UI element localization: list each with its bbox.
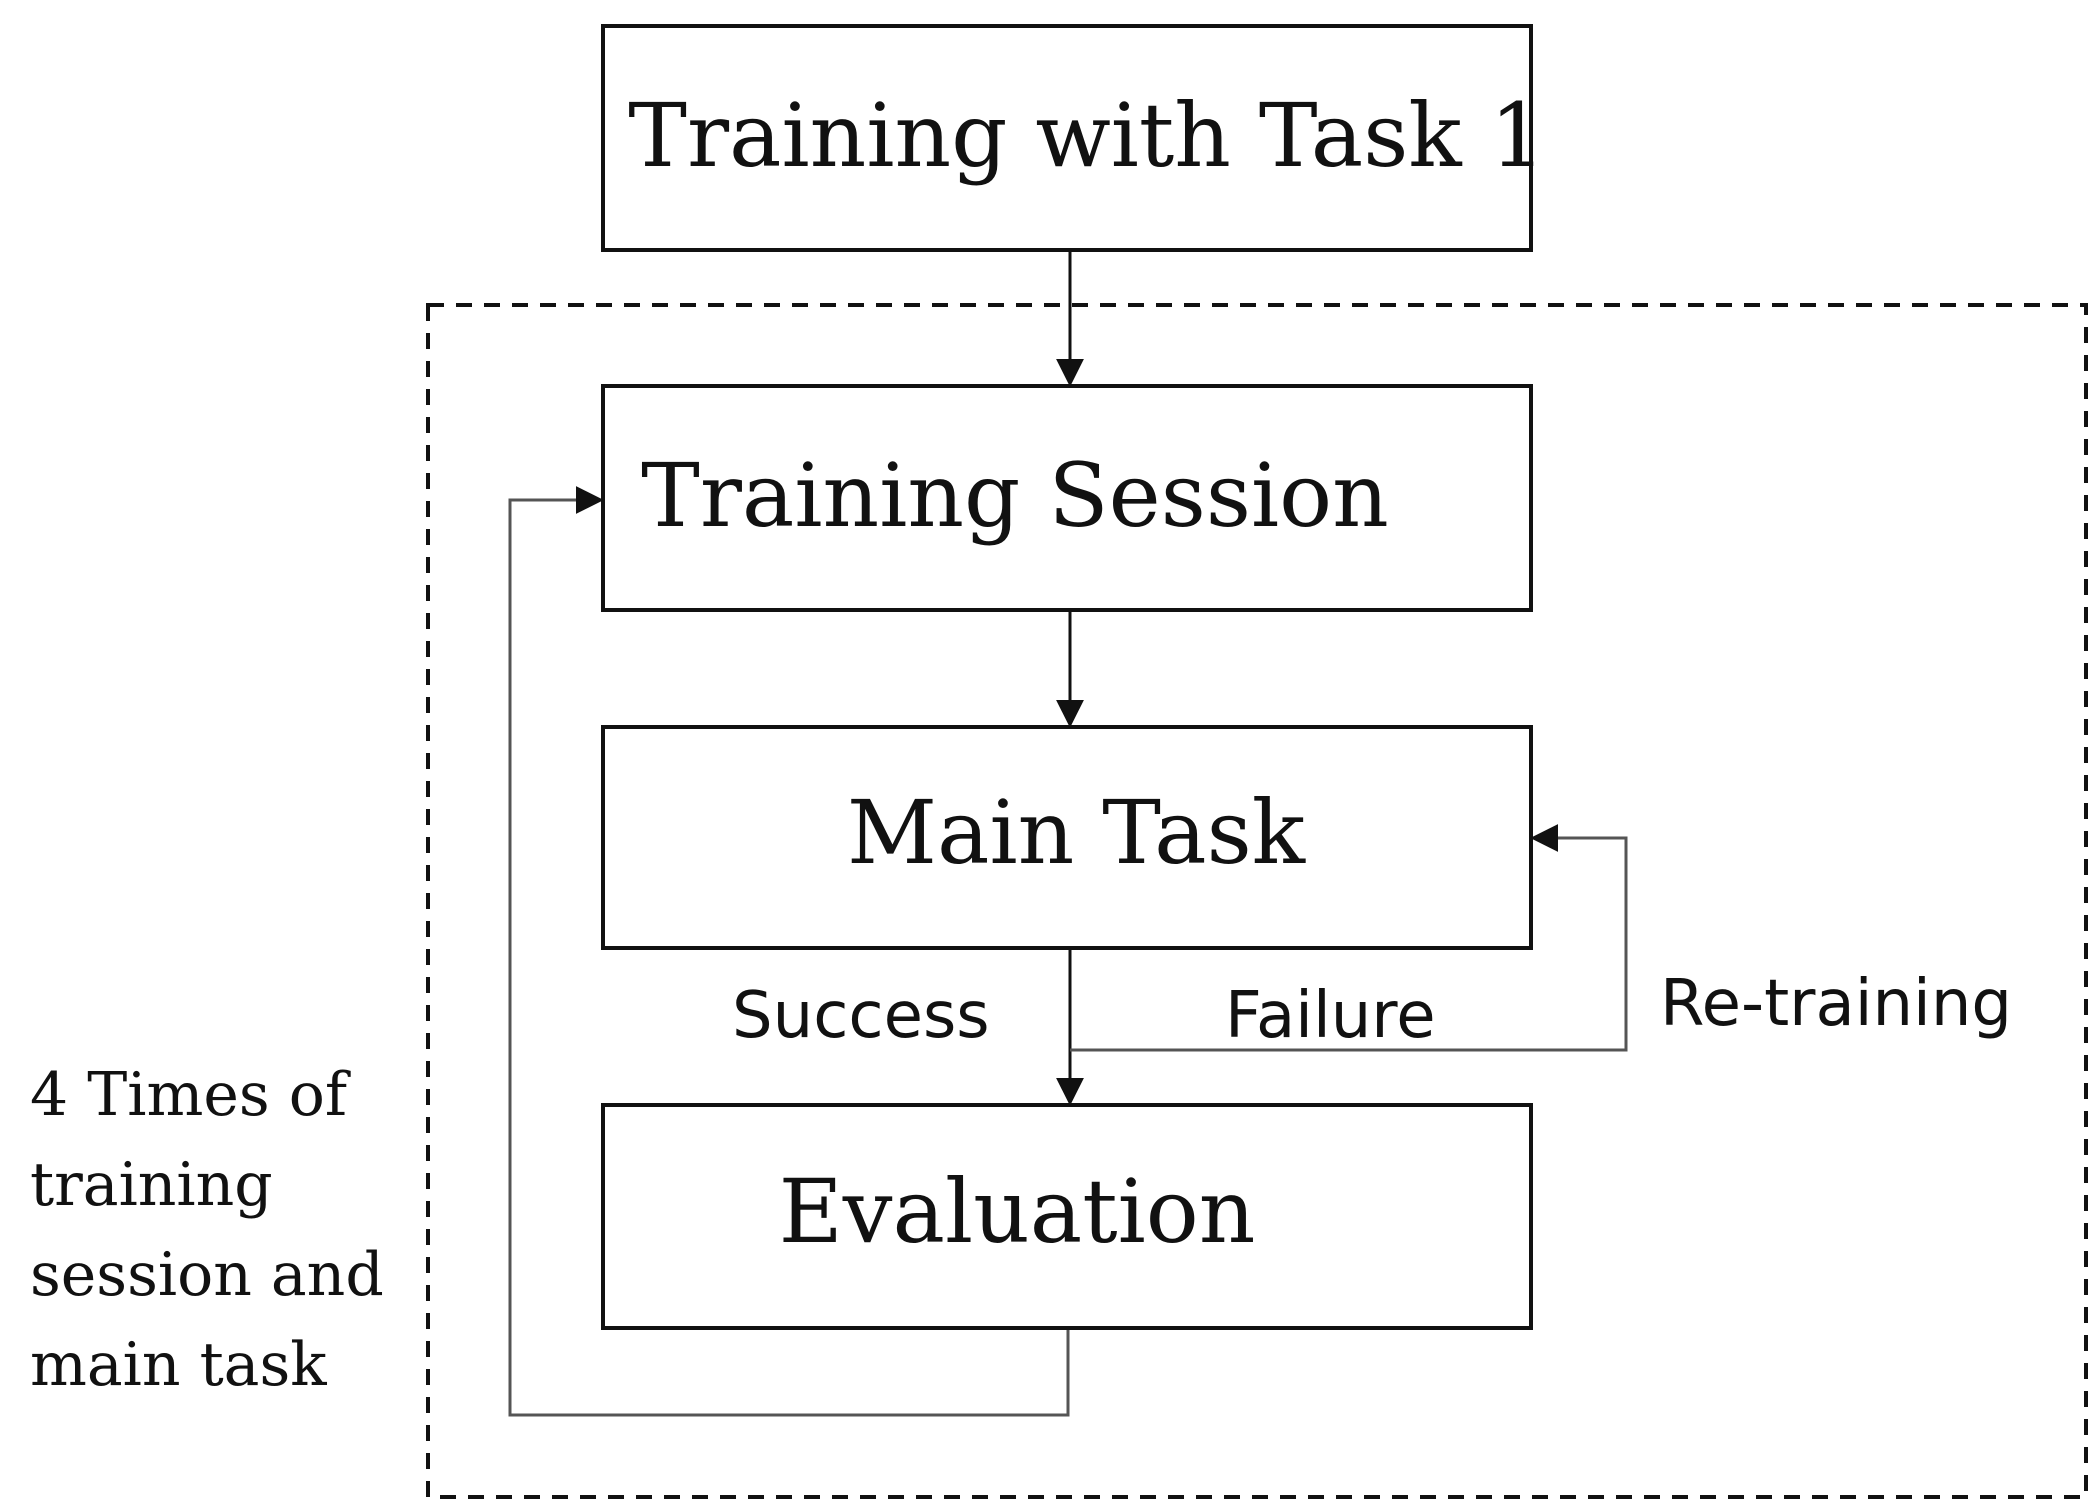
loop-note-line-1: 4 Times of [30, 1060, 351, 1130]
node-training-session: Training Session [601, 384, 1533, 612]
node-main-task: Main Task [601, 725, 1533, 950]
loop-group-border [426, 303, 2088, 1499]
node-evaluation-label: Evaluation [779, 1160, 1256, 1263]
node-training-task1: Training with Task 1 [601, 24, 1546, 252]
loop-note-line-3: session and [30, 1240, 384, 1310]
node-training-task1-label: Training with Task 1 [628, 84, 1545, 187]
node-evaluation: Evaluation [601, 1103, 1533, 1330]
node-main-task-label: Main Task [847, 781, 1306, 884]
loop-note: 4 Times of training session and main tas… [30, 1060, 384, 1400]
edge-label-failure: Failure [1225, 979, 1436, 1053]
arrow-repeat-loop [508, 486, 1070, 1417]
edge-label-retraining: Re-training [1660, 967, 2012, 1041]
loop-note-line-4: main task [30, 1330, 327, 1400]
node-training-session-label: Training Session [641, 444, 1389, 547]
loop-note-line-2: training [30, 1150, 273, 1220]
arrow-retraining-loop [1070, 824, 1628, 1052]
edge-label-success: Success [732, 979, 990, 1053]
